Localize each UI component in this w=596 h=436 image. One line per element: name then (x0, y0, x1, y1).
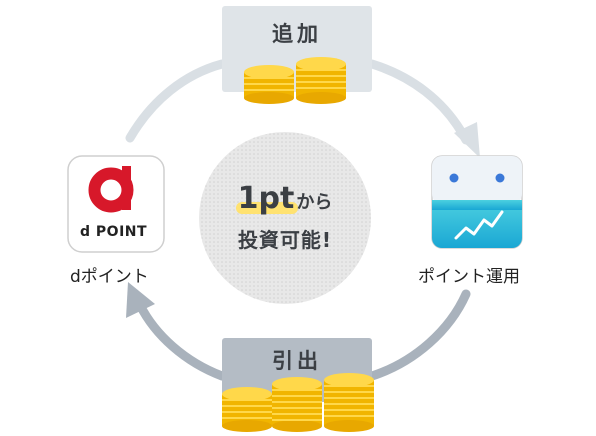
center-line1: 1pt から (235, 181, 333, 216)
withdraw-label: 引出 (272, 349, 322, 373)
dpoint-logo-word: d POINT (80, 224, 147, 240)
arrow-top-right-head (454, 122, 480, 158)
center-message: 1pt から 投資可能! (200, 132, 370, 302)
dpoint-logo-letter: d (80, 224, 91, 240)
arrow-bottom-left-head (126, 282, 155, 318)
dpoint-logo-text: POINT (95, 224, 148, 240)
chart-app-icon (431, 155, 523, 249)
bottom-coin-stacks (222, 373, 374, 432)
dpoint-caption: dポイント (70, 267, 149, 287)
center-invest-text: 投資可能! (237, 228, 333, 252)
arrow-top-right (367, 59, 471, 145)
add-label: 追加 (272, 22, 322, 46)
top-coin-stacks (244, 57, 346, 104)
highlight-mark (235, 202, 298, 214)
center-circle (199, 132, 371, 304)
point-investment-caption: ポイント運用 (418, 267, 520, 287)
center-from: から (296, 192, 333, 213)
center-amount: 1pt (237, 181, 295, 216)
arrow-right-bottom (367, 289, 471, 381)
arrow-bottom-left (135, 300, 227, 381)
dpoint-logo-icon (67, 155, 165, 253)
arrow-left-top (125, 59, 227, 143)
